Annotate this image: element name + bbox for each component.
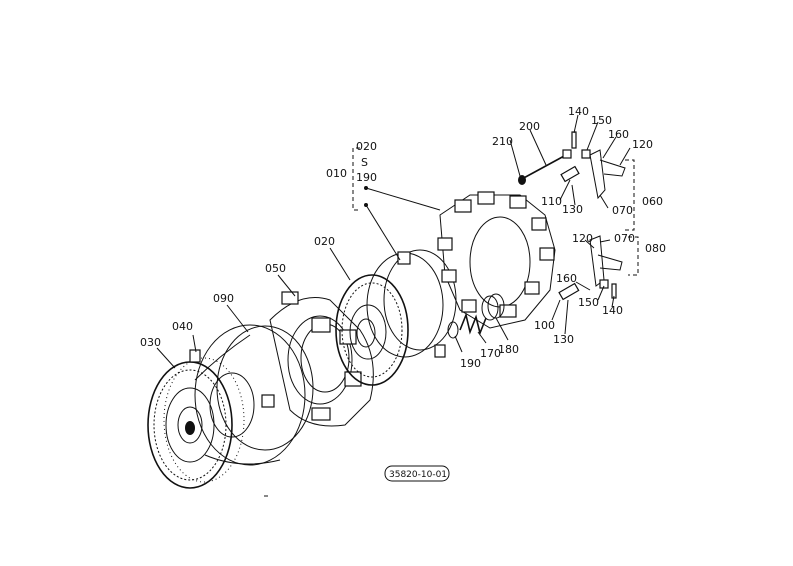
label-010: 010 <box>326 167 347 180</box>
label-190-group: 190 <box>356 171 377 184</box>
label-160-lower: 160 <box>556 272 577 285</box>
label-150-upper: 150 <box>591 114 612 127</box>
label-150-lower: 150 <box>578 296 599 309</box>
label-130-lower: 130 <box>553 333 574 346</box>
group-bracket-060 <box>625 159 635 231</box>
bolt-200 <box>519 149 572 181</box>
label-120-upper: 120 <box>632 138 653 151</box>
release-lever-upper <box>560 131 626 200</box>
label-070-upper: 070 <box>612 204 633 217</box>
label-190: 190 <box>460 357 481 370</box>
label-020-group: 020 <box>356 140 377 153</box>
clutch-disc-030 <box>147 357 245 489</box>
label-050: 050 <box>265 262 286 275</box>
reference-code: 35820-10-01 <box>389 470 447 480</box>
nut-210 <box>518 175 526 185</box>
spring-040 <box>189 349 201 363</box>
label-170: 170 <box>480 347 501 360</box>
clutch-housing <box>437 191 556 329</box>
spring-170 <box>459 312 487 336</box>
label-090: 090 <box>213 292 234 305</box>
label-180: 180 <box>498 343 519 356</box>
label-130-upper: 130 <box>562 203 583 216</box>
label-140-lower: 140 <box>602 304 623 317</box>
release-lever-lower <box>558 235 623 301</box>
label-200: 200 <box>519 120 540 133</box>
pressure-plate-090 <box>194 324 314 466</box>
label-100: 100 <box>534 319 555 332</box>
label-070-lower: 070 <box>614 232 635 245</box>
part-labels: 020 S 190 010 020 050 090 040 030 190 17… <box>140 105 666 370</box>
label-110: 110 <box>541 195 562 208</box>
label-210: 210 <box>492 135 513 148</box>
group-bracket-010 <box>352 147 441 261</box>
label-160-upper: 160 <box>608 128 629 141</box>
label-range-mark: S <box>361 156 368 169</box>
reference-code-box: 35820-10-01 <box>384 465 450 482</box>
label-030: 030 <box>140 336 161 349</box>
label-020: 020 <box>314 235 335 248</box>
intermediate-plate <box>366 249 457 358</box>
label-120-lower: 120 <box>572 232 593 245</box>
label-060: 060 <box>642 195 663 208</box>
label-080: 080 <box>645 242 666 255</box>
clutch-cover-050 <box>261 291 374 427</box>
leader-lines <box>156 114 631 369</box>
label-140-upper: 140 <box>568 105 589 118</box>
group-bracket-080 <box>628 236 639 276</box>
label-040: 040 <box>172 320 193 333</box>
washer-190 <box>447 321 459 339</box>
clutch-disc-020 <box>335 274 409 386</box>
